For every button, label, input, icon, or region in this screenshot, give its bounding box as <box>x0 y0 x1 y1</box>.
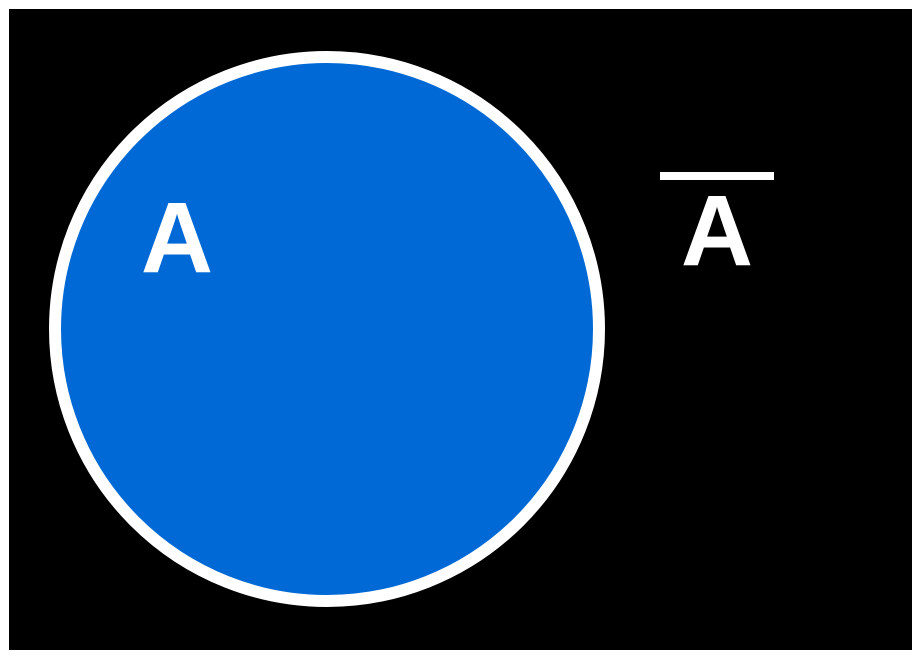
complement-overbar <box>660 172 774 180</box>
set-a-label: A <box>141 182 213 294</box>
complement-a-label: A <box>681 175 753 287</box>
set-a-circle <box>49 51 605 607</box>
